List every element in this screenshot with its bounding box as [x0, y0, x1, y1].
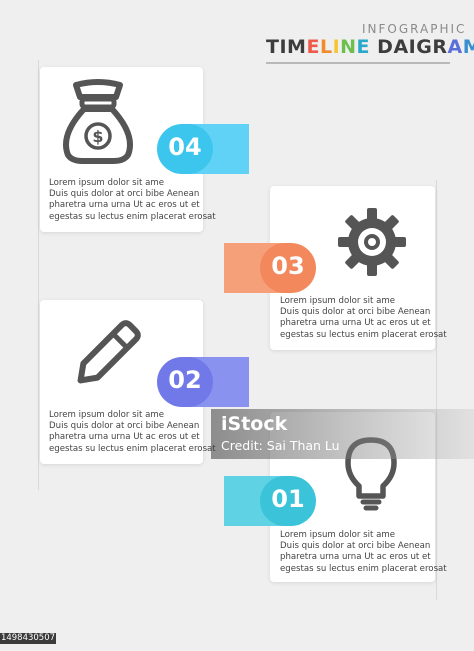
title-letter: L [319, 36, 333, 58]
title-letter: R [432, 36, 448, 58]
header-title: TIMELINE DAIGRAM [266, 36, 474, 58]
title-letter: A [393, 36, 409, 58]
guide-line-left [38, 60, 39, 490]
step-text-04: Lorem ipsum dolor sit ame Duis quis dolo… [49, 178, 216, 222]
title-letter: I [279, 36, 288, 58]
title-letter: T [266, 36, 280, 58]
title-letter: E [356, 36, 371, 58]
header-underline [266, 62, 450, 64]
title-letter: N [340, 36, 357, 58]
title-letter: E [306, 36, 320, 58]
pencil-icon [66, 318, 146, 397]
step-card-03: Lorem ipsum dolor sit ame Duis quis dolo… [270, 186, 447, 350]
header-subtitle: INFOGRAPHIC [362, 22, 467, 36]
step-text-01: Lorem ipsum dolor sit ame Duis quis dolo… [280, 530, 447, 574]
title-letter: I [332, 36, 341, 58]
title-letter: I [408, 36, 417, 58]
step-text-02: Lorem ipsum dolor sit ame Duis quis dolo… [49, 410, 216, 454]
step-number-04: 04 [168, 133, 202, 161]
step-number-01: 01 [271, 485, 305, 513]
guide-line-right [436, 180, 437, 600]
step-card-02: Lorem ipsum dolor sit ame Duis quis dolo… [40, 300, 216, 464]
step-tab-04: 04 [157, 124, 249, 174]
money-bag-icon: $ [58, 77, 138, 170]
watermark-credit: Credit: Sai Than Lu [221, 438, 340, 453]
step-text-03: Lorem ipsum dolor sit ame Duis quis dolo… [280, 296, 447, 340]
stock-id-label: 1498430507 [0, 633, 56, 644]
title-letter: G [416, 36, 433, 58]
title-letter: A [447, 36, 463, 58]
watermark-band [211, 409, 474, 459]
title-letter: M [287, 36, 307, 58]
step-number-03: 03 [271, 252, 305, 280]
step-tab-02: 02 [157, 357, 249, 407]
step-number-02: 02 [168, 366, 202, 394]
step-tab-01: 01 [224, 476, 316, 526]
title-letter: D [377, 36, 394, 58]
step-tab-03: 03 [224, 243, 316, 293]
title-letter: M [462, 36, 474, 58]
watermark-logo: iStock [221, 413, 288, 435]
gear-icon [336, 206, 408, 283]
svg-text:$: $ [92, 127, 103, 146]
